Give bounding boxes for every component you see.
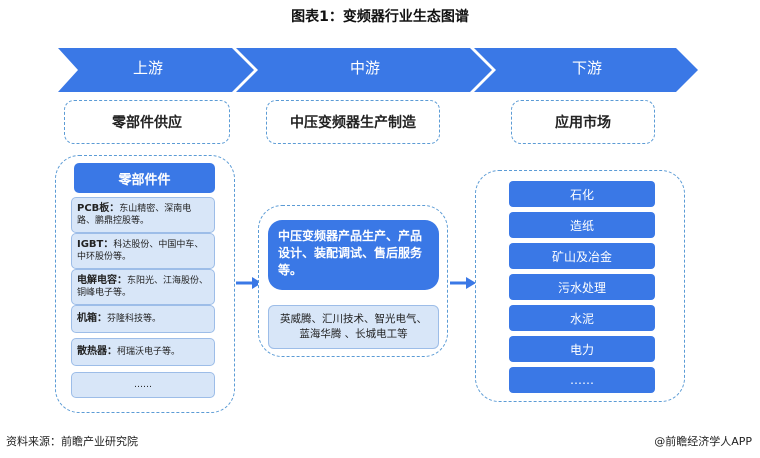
stage-label-upstream: 上游: [132, 59, 163, 77]
midstream-heading: 中压变频器生产制造: [266, 100, 440, 144]
figure-title: 图表1：变频器行业生态图谱: [291, 9, 469, 25]
downstream-item: 造纸: [509, 212, 655, 238]
item-detail: 东山精密、深南电路、鹏鼎控股等。: [77, 204, 192, 226]
chevron-upstream: [58, 48, 254, 92]
downstream-item: 电力: [509, 336, 655, 362]
item-name: PCB板：: [77, 203, 120, 214]
brand-credit: @前瞻经济学人APP: [654, 435, 752, 448]
item-name: 散热器：: [77, 346, 117, 357]
downstream-item: ……: [509, 367, 655, 393]
upstream-item: ……: [71, 372, 215, 398]
downstream-item: 污水处理: [509, 274, 655, 300]
upstream-item: PCB板：东山精密、深南电路、鹏鼎控股等。: [71, 197, 215, 233]
stage-chevron-band: [58, 48, 698, 92]
item-name: IGBT：: [77, 239, 114, 250]
item-name: ……: [134, 380, 152, 390]
item-name: 电解电容：: [77, 275, 127, 286]
item-detail: 柯瑞沃电子等。: [117, 347, 181, 357]
upstream-item: 机箱：芬隆科技等。: [71, 305, 215, 333]
arrow-right-icon: [236, 277, 262, 289]
item-detail: 科达股份、中国中车、中环股份等。: [77, 240, 204, 262]
downstream-item: 矿山及冶金: [509, 243, 655, 269]
item-detail: 芬隆科技等。: [107, 314, 162, 324]
arrow-right-icon: [450, 277, 476, 289]
item-name: 机箱：: [77, 313, 107, 324]
midstream-companies: 英威腾、汇川技术、智光电气、蓝海华腾 、长城电工等: [268, 305, 439, 349]
downstream-item: 石化: [509, 181, 655, 207]
chevron-downstream: [474, 48, 698, 92]
upstream-item: IGBT：科达股份、中国中车、中环股份等。: [71, 233, 215, 269]
downstream-item: 水泥: [509, 305, 655, 331]
source-note: 资料来源：前瞻产业研究院: [6, 435, 138, 448]
chevron-midstream: [236, 48, 492, 92]
upstream-header: 零部件件: [74, 163, 215, 193]
downstream-heading: 应用市场: [511, 100, 655, 144]
midstream-main-box: 中压变频器产品生产、产品设计、装配调试、售后服务等。: [268, 220, 439, 290]
upstream-heading: 零部件供应: [64, 100, 230, 144]
stage-label-downstream: 下游: [571, 59, 602, 77]
item-detail: 东阳光、江海股份、铜峰电子等。: [77, 276, 209, 298]
stage-label-midstream: 中游: [349, 59, 380, 77]
upstream-item: 散热器：柯瑞沃电子等。: [71, 338, 215, 366]
upstream-item: 电解电容：东阳光、江海股份、铜峰电子等。: [71, 269, 215, 305]
